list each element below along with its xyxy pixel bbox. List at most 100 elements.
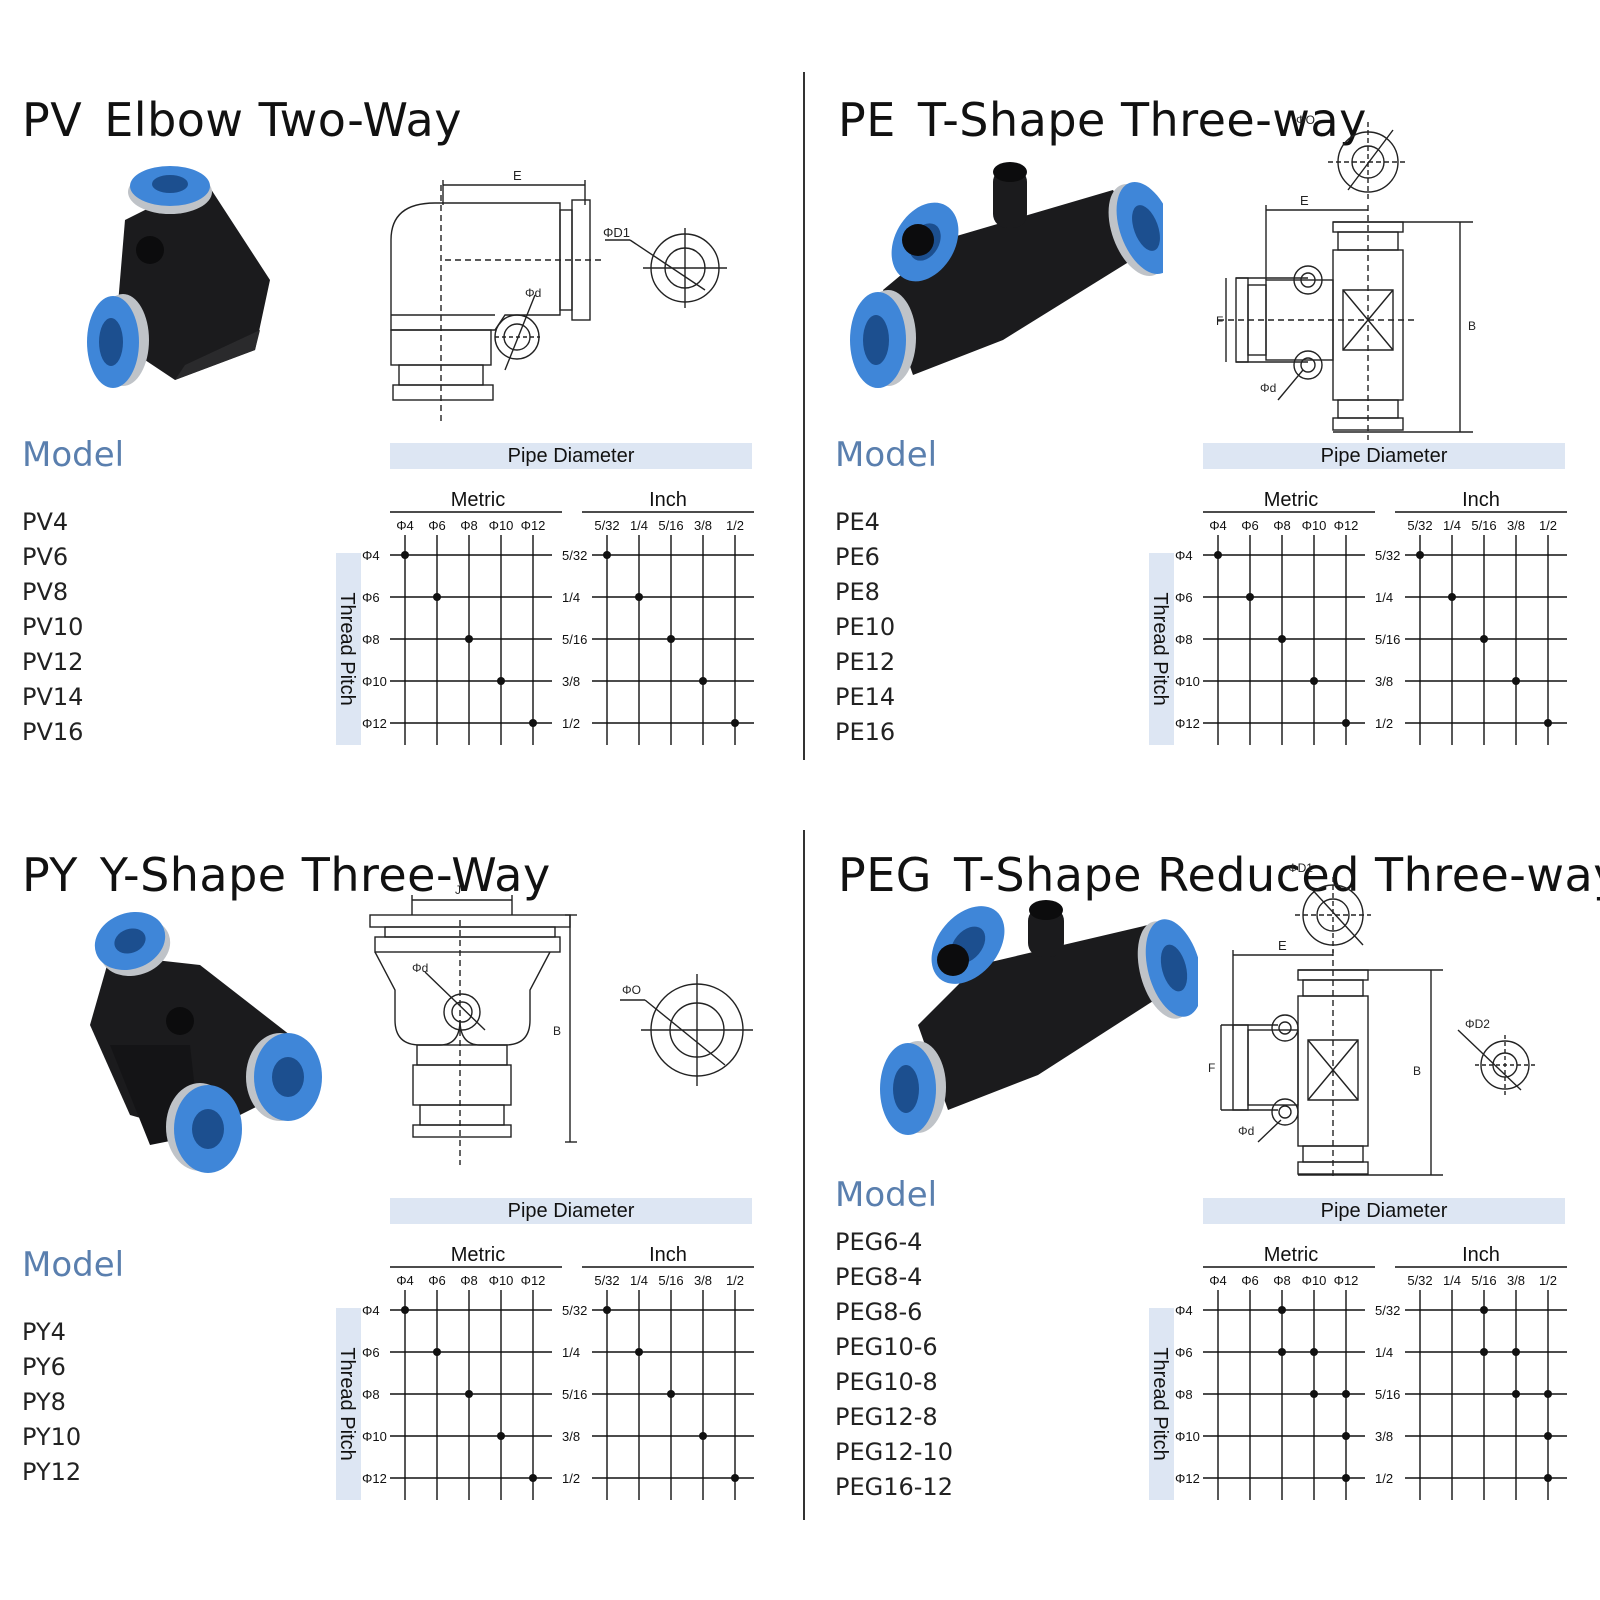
model-item: PV4 [22, 508, 69, 536]
elbow-connector-photo [87, 166, 270, 388]
metric-col-label: Φ8 [1273, 1273, 1291, 1288]
model-list: PY4 PY6 PY8 PY10 PY12 [22, 1315, 81, 1490]
inch-compat-dot [635, 593, 643, 601]
inch-row-label: 5/32 [562, 548, 587, 563]
model-item: PEG8-4 [835, 1263, 923, 1291]
metric-col-label: Φ10 [489, 1273, 514, 1288]
model-label: Model [835, 1175, 938, 1215]
inch-row-label: 5/16 [1375, 632, 1400, 647]
vertical-divider-bottom [803, 830, 805, 1520]
model-item: PE12 [835, 648, 896, 676]
metric-row-label: Φ10 [1175, 674, 1200, 689]
metric-col-label: Φ10 [1302, 518, 1327, 533]
pipe-diameter-band [390, 443, 752, 469]
inch-label: Inch [1462, 1244, 1500, 1266]
inch-col-label: 3/8 [1507, 518, 1525, 533]
dim-label-oo: ΦO [622, 983, 641, 997]
metric-col-label: Φ12 [521, 518, 546, 533]
inch-compat-dot [1544, 1432, 1552, 1440]
model-item: PEG16-12 [835, 1473, 953, 1501]
metric-compat-dot [1310, 1390, 1318, 1398]
y-connector-photo [90, 911, 322, 1173]
metric-row-label: Φ12 [362, 716, 387, 731]
dim-label-od: Φd [525, 286, 541, 300]
metric-row-label: Φ12 [1175, 1471, 1200, 1486]
metric-col-label: Φ6 [1241, 518, 1259, 533]
metric-col-label: Φ4 [396, 518, 414, 533]
inch-row-label: 3/8 [562, 1429, 580, 1444]
model-item: PY6 [22, 1353, 66, 1381]
metric-row-label: Φ4 [362, 1303, 380, 1318]
dim-label-e: E [513, 168, 522, 183]
metric-compat-dot [401, 1306, 409, 1314]
metric-compat-dot [1246, 593, 1254, 601]
metric-col-label: Φ4 [396, 1273, 414, 1288]
dim-label-od2: ΦD2 [1465, 1017, 1490, 1031]
dim-label-b: B [1413, 1064, 1421, 1078]
y-dimension-drawing: J Φd ΦO B [369, 883, 753, 1165]
inch-row-label: 5/16 [562, 632, 587, 647]
metric-label: Metric [1264, 489, 1318, 511]
metric-compat-dot [529, 1474, 537, 1482]
elbow-dimension-drawing: E ΦD1 Φd [390, 168, 727, 425]
pipe-diameter-label: Pipe Diameter [1321, 1200, 1448, 1222]
inch-col-label: 5/32 [1407, 1273, 1432, 1288]
metric-compat-dot [1214, 551, 1222, 559]
inch-col-label: 1/4 [630, 1273, 648, 1288]
model-list: PE4 PE6 PE8 PE10 PE12 PE14 PE16 [835, 505, 895, 750]
metric-row-label: Φ8 [1175, 1387, 1193, 1402]
thread-pitch-band [1149, 553, 1174, 745]
dim-label-e: E [1278, 938, 1287, 953]
thread-pitch-label: Thread Pitch [336, 1347, 358, 1460]
pipe-diameter-label: Pipe Diameter [508, 1200, 635, 1222]
thread-pitch-band [336, 553, 361, 745]
model-item: PV10 [22, 613, 84, 641]
metric-label: Metric [1264, 1244, 1318, 1266]
model-item: PE14 [835, 683, 896, 711]
inch-row-label: 5/32 [1375, 1303, 1400, 1318]
thread-pitch-label: Thread Pitch [336, 592, 358, 705]
metric-row-label: Φ8 [362, 632, 380, 647]
inch-col-label: 1/2 [726, 518, 744, 533]
inch-compat-dot [667, 635, 675, 643]
metric-col-label: Φ4 [1209, 518, 1227, 533]
metric-col-label: Φ10 [1302, 1273, 1327, 1288]
model-item: PV14 [22, 683, 84, 711]
metric-compat-dot [1310, 677, 1318, 685]
inch-label: Inch [1462, 489, 1500, 511]
model-item: PY12 [22, 1458, 82, 1486]
metric-row-label: Φ4 [1175, 548, 1193, 563]
thread-pitch-label: Thread Pitch [1149, 1347, 1171, 1460]
inch-col-label: 1/4 [630, 518, 648, 533]
pipe-diameter-label: Pipe Diameter [508, 445, 635, 467]
inch-col-label: 1/2 [726, 1273, 744, 1288]
inch-compat-dot [1544, 1390, 1552, 1398]
metric-row-label: Φ6 [1175, 1345, 1193, 1360]
model-item: PE10 [835, 613, 896, 641]
model-list: PV4 PV6 PV8 PV10 PV12 PV14 PV16 [22, 505, 83, 750]
dim-label-e: E [1300, 193, 1309, 208]
metric-compat-dot [1310, 1348, 1318, 1356]
metric-col-label: Φ8 [460, 518, 478, 533]
metric-compat-dot [433, 1348, 441, 1356]
metric-row-label: Φ4 [1175, 1303, 1193, 1318]
inch-col-label: 3/8 [694, 518, 712, 533]
inch-col-label: 5/32 [1407, 518, 1432, 533]
inch-compat-dot [667, 1390, 675, 1398]
model-label: Model [835, 435, 938, 475]
inch-compat-dot [1544, 719, 1552, 727]
metric-label: Metric [451, 1244, 505, 1266]
inch-compat-dot [603, 1306, 611, 1314]
metric-col-label: Φ6 [428, 518, 446, 533]
reduced-tee-connector-photo [880, 900, 1198, 1135]
metric-col-label: Φ12 [1334, 518, 1359, 533]
model-label: Model [22, 435, 125, 475]
inch-col-label: 5/32 [594, 1273, 619, 1288]
